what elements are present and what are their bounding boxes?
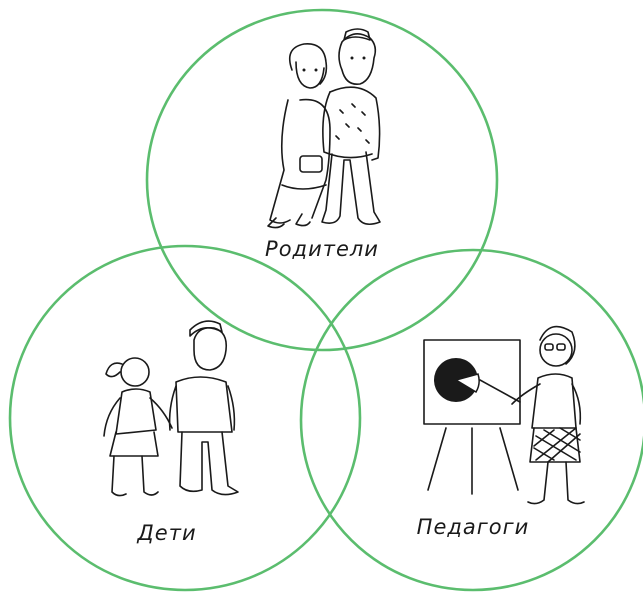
boy-torso bbox=[175, 376, 233, 433]
girl-ponytail bbox=[105, 362, 123, 378]
children-label: Дети bbox=[136, 521, 196, 545]
girl-head bbox=[120, 357, 150, 387]
teacher-arms bbox=[511, 383, 582, 425]
children-circle bbox=[8, 244, 362, 592]
man-torso-left bbox=[322, 91, 373, 159]
boy-arms bbox=[168, 385, 236, 431]
glasses-icon bbox=[556, 343, 566, 351]
girl-legs bbox=[111, 455, 159, 497]
easel-board bbox=[423, 339, 521, 425]
teacher-skirt bbox=[529, 427, 581, 463]
woman-shoe-left bbox=[267, 217, 285, 229]
parents-couple-illustration bbox=[267, 28, 381, 229]
boy-hair bbox=[189, 320, 223, 337]
teacher-hair bbox=[539, 325, 576, 365]
teachers-circle bbox=[299, 248, 643, 592]
woman-body-right bbox=[299, 98, 331, 219]
teacher-presentation-illustration bbox=[423, 325, 585, 505]
woman-hair bbox=[288, 43, 328, 85]
skirt-pattern bbox=[533, 427, 581, 463]
parents-label: Родители bbox=[265, 237, 379, 261]
pointer-stick bbox=[479, 379, 521, 403]
man-hair bbox=[343, 28, 371, 41]
woman-face bbox=[295, 61, 325, 89]
teacher-head bbox=[539, 333, 573, 367]
girl-skirt bbox=[109, 431, 159, 457]
boy-legs bbox=[179, 431, 239, 496]
parents-circle bbox=[145, 8, 499, 352]
teacher-blouse bbox=[531, 373, 577, 429]
teachers-label: Педагоги bbox=[417, 515, 530, 539]
teacher-legs bbox=[527, 461, 585, 505]
woman-body-left bbox=[269, 99, 291, 224]
girl-dress-top bbox=[115, 388, 157, 435]
woman-skirt bbox=[281, 184, 327, 190]
man-sweater-pattern bbox=[335, 103, 370, 144]
boy-head bbox=[193, 326, 228, 371]
girl-arms bbox=[103, 397, 173, 437]
woman-shoe-right bbox=[295, 213, 311, 227]
children-pair-illustration bbox=[103, 320, 239, 497]
man-torso-right bbox=[329, 86, 381, 161]
man-head bbox=[338, 33, 377, 86]
man-legs bbox=[321, 151, 381, 226]
woman-bag bbox=[299, 155, 323, 173]
easel-legs bbox=[427, 427, 519, 495]
